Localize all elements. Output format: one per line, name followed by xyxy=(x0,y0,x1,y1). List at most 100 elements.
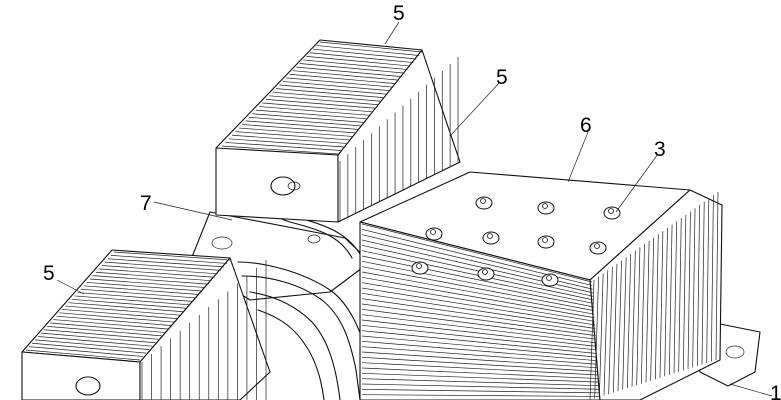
fin-line xyxy=(83,285,199,295)
screw-dome xyxy=(480,198,486,204)
fin-line xyxy=(252,113,365,123)
fin-line xyxy=(279,84,388,95)
fin-line xyxy=(68,302,184,313)
fin-line xyxy=(238,127,353,137)
fin-lines-upper xyxy=(221,41,459,222)
fin-line xyxy=(319,41,423,53)
fin-line xyxy=(687,211,691,369)
fin-line xyxy=(228,138,344,148)
main-heatsink xyxy=(359,171,723,400)
fin-line xyxy=(622,257,627,390)
fin-line xyxy=(361,255,594,304)
fin-line xyxy=(361,308,596,340)
screw-dome xyxy=(416,263,422,269)
fin-line xyxy=(89,278,206,288)
fin-line xyxy=(589,279,595,400)
fin-line xyxy=(276,88,385,99)
fin-line xyxy=(706,198,710,363)
fin-line xyxy=(44,329,159,340)
fin-line xyxy=(673,221,678,374)
callout-6: 6 xyxy=(580,114,592,137)
fin-line xyxy=(361,372,599,383)
fin-line xyxy=(38,336,153,347)
fin-line xyxy=(299,63,405,74)
fin-line xyxy=(74,295,190,306)
fin-line xyxy=(255,109,367,120)
fin-line xyxy=(598,273,604,398)
fin-line xyxy=(242,124,356,134)
fin-line xyxy=(272,91,382,102)
fin-line xyxy=(361,362,599,376)
fin-line xyxy=(361,303,596,336)
fin-line xyxy=(696,205,700,366)
screw-dome xyxy=(608,208,614,214)
fin-line xyxy=(95,271,212,282)
fin-line xyxy=(361,319,597,347)
fin-line xyxy=(32,342,147,354)
fin-line xyxy=(221,145,339,155)
fin-line xyxy=(35,339,150,351)
fin-lines-front xyxy=(361,223,600,400)
fin-line xyxy=(309,52,414,63)
fin-line xyxy=(259,106,370,116)
fin-line xyxy=(608,266,613,395)
lower-fin-stack xyxy=(21,249,271,400)
fin-line xyxy=(361,298,596,333)
fin-line xyxy=(361,250,594,301)
fin-line xyxy=(710,195,714,362)
callout-5-top: 5 xyxy=(393,2,405,25)
fin-line xyxy=(296,66,402,77)
fin-line xyxy=(361,383,600,390)
fin-line xyxy=(269,95,379,106)
fin-line xyxy=(361,223,593,283)
fin-line xyxy=(636,247,641,386)
fin-line xyxy=(361,346,598,365)
fin-line xyxy=(668,224,673,375)
screw-dome xyxy=(594,243,600,249)
fin-lines-side xyxy=(589,191,719,400)
fin-line xyxy=(361,287,595,326)
fin-line xyxy=(361,335,598,358)
callout-labels: 5 5 6 3 7 5 1 xyxy=(43,2,781,400)
fin-line xyxy=(262,102,373,113)
fin-line xyxy=(654,234,659,380)
fin-line xyxy=(92,275,209,285)
fin-line xyxy=(361,330,597,354)
fin-line xyxy=(53,319,168,330)
screw-dome xyxy=(542,203,548,209)
fin-line xyxy=(361,324,597,351)
fin-line xyxy=(682,214,687,371)
fin-line xyxy=(361,292,596,329)
fin-line xyxy=(361,394,600,397)
fin-line xyxy=(659,231,664,378)
fin-line xyxy=(313,48,417,60)
fin-line xyxy=(361,266,595,311)
screw-dome xyxy=(542,237,548,243)
fin-line xyxy=(249,116,362,127)
fin-line xyxy=(80,288,196,299)
fin-line xyxy=(107,258,224,268)
fin-line xyxy=(361,244,594,297)
upper-fin-stack xyxy=(215,39,461,223)
fin-line xyxy=(645,240,650,383)
fin-line xyxy=(361,356,599,372)
fin-line xyxy=(225,142,341,151)
fin-line xyxy=(77,292,193,302)
fin-line xyxy=(361,367,599,379)
fin-line xyxy=(56,315,172,326)
fin-line xyxy=(289,73,396,85)
screw-dome xyxy=(482,269,488,275)
fin-line xyxy=(316,45,420,56)
fin-line xyxy=(65,305,181,316)
screw-group xyxy=(411,196,621,287)
fin-line xyxy=(232,134,347,144)
fin-line xyxy=(594,276,599,399)
callout-3: 3 xyxy=(654,138,666,161)
screw-dome xyxy=(546,275,552,281)
fin-lines-lower xyxy=(25,251,267,400)
fin-line xyxy=(110,255,227,264)
fin-line xyxy=(678,218,682,372)
fin-line xyxy=(47,325,162,337)
fin-line xyxy=(361,282,595,322)
